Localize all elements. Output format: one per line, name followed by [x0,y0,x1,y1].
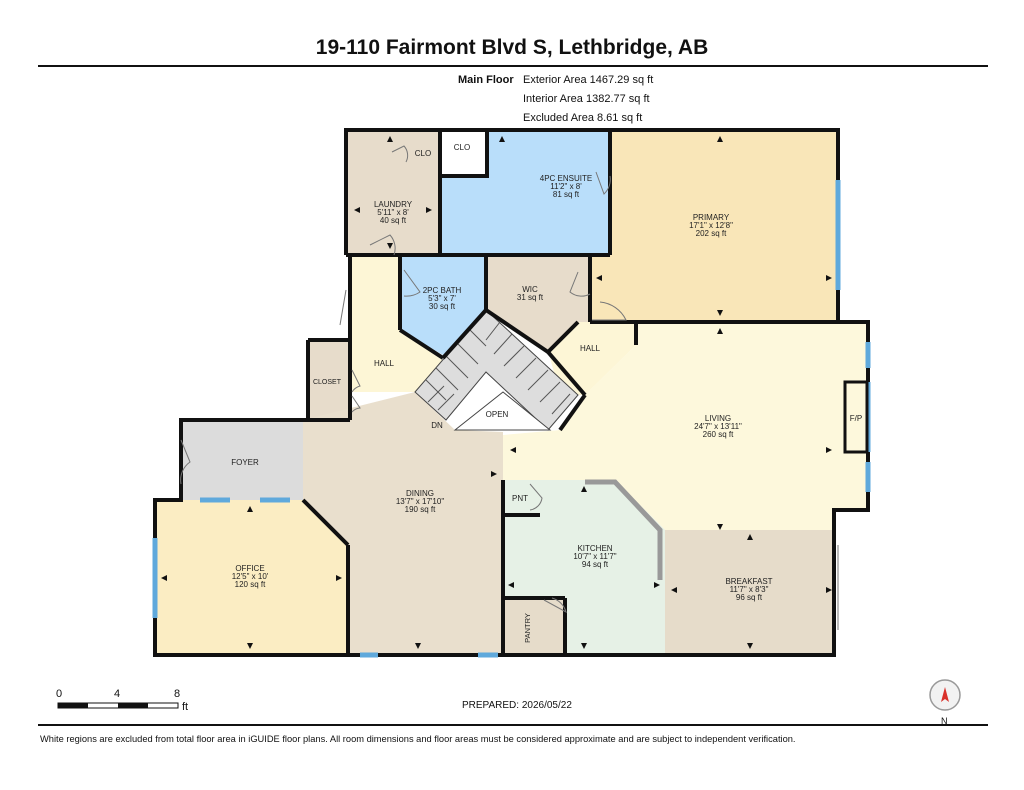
living-dims: 24'7" x 13'11" [694,422,742,431]
laundry-dims: 5'11" x 8' [377,208,409,217]
excluded-area: Excluded Area 8.61 sq ft [523,112,643,124]
wic-label: WIC [522,285,538,294]
kitchen-dims: 10'7" x 11'7" [573,552,616,561]
room-wic [486,255,590,350]
clo1-label: CLO [415,149,431,158]
breakfast-dims: 11'7" x 8'3" [730,585,769,594]
interior-area: Interior Area 1382.77 sq ft [523,93,650,105]
ensuite-dims: 11'2" x 8' [550,182,582,191]
room-living [503,322,868,530]
breakfast-area: 96 sq ft [736,593,763,602]
pnt-label: PNT [512,494,528,503]
primary-area: 202 sq ft [696,229,727,238]
dimension-arrows [161,136,832,649]
disclaimer: White regions are excluded from total fl… [40,734,796,744]
room-foyer [181,420,303,500]
exterior-area: Exterior Area 1467.29 sq ft [523,74,654,86]
scale-tick-8: 8 [174,688,181,700]
laundry-label: LAUNDRY [374,200,413,209]
dining-dims: 13'7" x 17'10" [396,497,444,506]
dining-area: 190 sq ft [405,505,436,514]
prepared-date: PREPARED: 2026/05/22 [462,700,572,711]
foyer-label: FOYER [231,458,259,467]
room-2pc-bath [400,255,486,355]
kitchen-counter [585,479,663,580]
room-hall-upper [346,255,445,392]
room-ensuite [440,130,610,255]
room-laundry [346,130,440,255]
office-dims: 12'5" x 10' [232,572,269,581]
fireplace [843,380,869,454]
bath2-dims: 5'3" x 7' [428,294,456,303]
doors [180,145,839,630]
scale-unit: ft [182,701,189,713]
floor-label: Main Floor [458,74,514,86]
page-title: 19-110 Fairmont Blvd S, Lethbridge, AB [315,36,709,59]
kitchen-area: 94 sq ft [582,560,609,569]
room-dining [303,392,503,655]
office-label: OFFICE [235,564,264,573]
fp-label: F/P [850,414,862,423]
compass-north-label: N [941,716,948,726]
living-label: LIVING [705,414,731,423]
hall2-label: HALL [580,344,601,353]
dining-label: DINING [406,489,434,498]
pantry-label: PANTRY [523,613,532,643]
scale-tick-4: 4 [114,688,121,700]
room-office [155,500,348,655]
interior-walls [181,130,868,655]
room-closet-top [440,130,487,176]
room-kitchen [503,480,665,655]
breakfast-label: BREAKFAST [725,577,772,586]
clo2-label: CLO [454,143,470,152]
primary-label: PRIMARY [693,213,730,222]
office-area: 120 sq ft [235,580,266,589]
closet-label: CLOSET [313,379,342,386]
laundry-area: 40 sq ft [380,216,407,225]
room-primary [590,130,838,322]
compass-icon [929,679,961,711]
ensuite-area: 81 sq ft [553,190,580,199]
open-label: OPEN [486,410,509,419]
room-closet [308,340,348,420]
scale-tick-0: 0 [56,688,63,700]
hall1-label: HALL [374,359,395,368]
kitchen-label: KITCHEN [577,544,612,553]
ensuite-label: 4PC ENSUITE [540,174,592,183]
scale-bar [57,702,179,709]
bath2-area: 30 sq ft [429,302,456,311]
living-area: 260 sq ft [703,430,734,439]
room-breakfast [665,530,834,655]
staircase [414,309,579,431]
exterior-walls [153,128,870,657]
wic-area: 31 sq ft [517,293,544,302]
bath2-label: 2PC BATH [423,286,462,295]
primary-dims: 17'1" x 12'8" [689,221,733,230]
room-pantry [503,598,565,655]
title-rule [38,65,988,67]
dn-label: DN [431,421,443,430]
